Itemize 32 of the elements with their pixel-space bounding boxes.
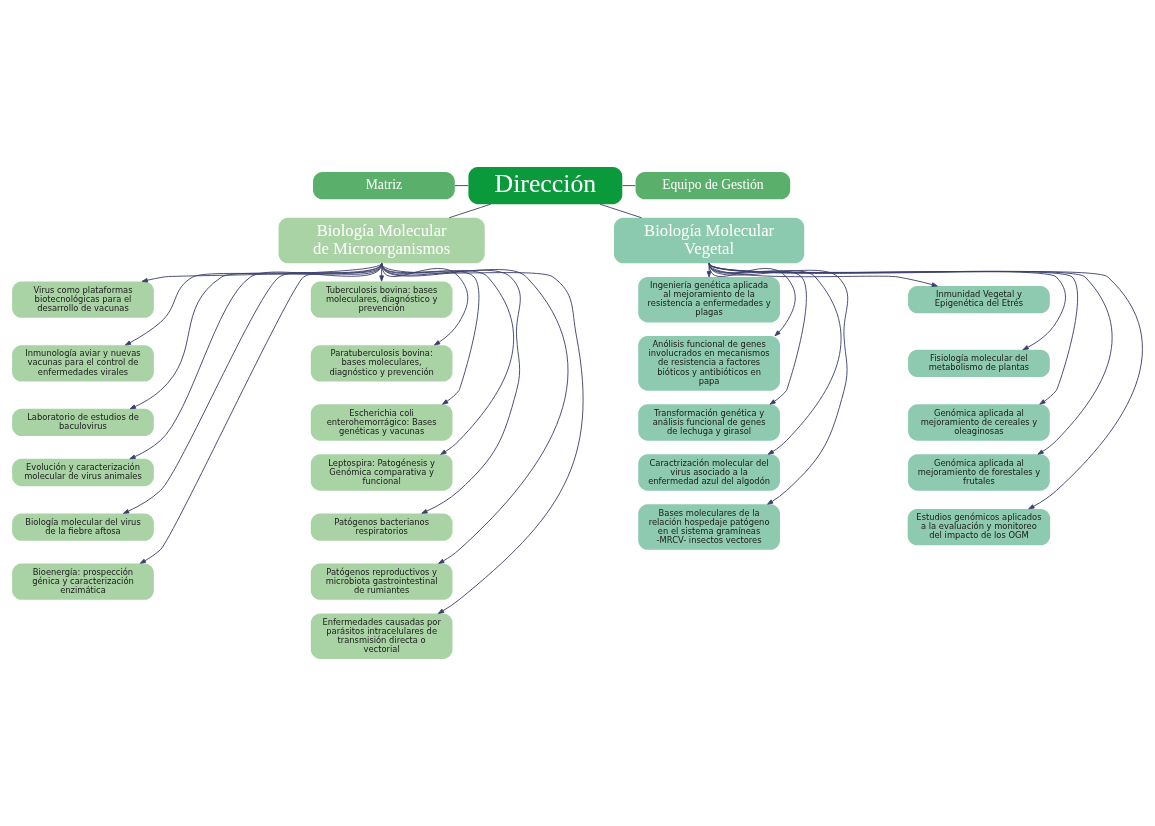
node-box: Paratuberculosis bovina: bases moleculares, diagnóstico y prevención — [310, 345, 453, 382]
node-box: Bases moleculares de la relación hospedaje patógeno en el sistema gramíneas -MRCV- insectos vectores — [638, 504, 780, 550]
node-box: Estudios genómicos aplicados a la evaluación y monitoreo del impacto de los OGM — [907, 508, 1051, 546]
node-box: Virus como plataformas biotecnológicas para el desarrollo de vacunas — [12, 281, 154, 318]
node-box: Inmunología aviar y nuevas vacunas para el control de enfermedades virales — [12, 345, 154, 382]
node-box: Leptospira: Patogénesis y Genómica comparativa y funcional — [310, 454, 453, 491]
node-box: Caractrización molecular del virus asociado a la enfermedad azul del algodón — [638, 454, 780, 491]
node-box: Dirección — [468, 167, 623, 205]
node-box: Transformación genética y análisis funcional de genes de lechuga y girasol — [638, 404, 780, 441]
node-box: Evolución y caracterización molecular de virus animales — [12, 458, 154, 487]
node-box: Matriz — [313, 171, 455, 200]
node-box: Biología Molecular Vegetal — [613, 217, 805, 264]
connector — [448, 203, 492, 219]
node-box: Enfermedades causadas por parásitos intracelulares de transmisión directa o vectorial — [310, 613, 453, 659]
node-box: Biología Molecular de Microorganismos — [278, 217, 485, 264]
node-box: Inmunidad Vegetal y Epigenética del Etrés — [908, 286, 1050, 314]
node-box: Laboratorio de estudios de baculovirus — [12, 408, 154, 437]
node-box: Biología molecular del virus de la fiebre aftosa — [12, 513, 154, 541]
node-box: Bioenergía: prospección génica y caracterización enzimática — [12, 563, 154, 600]
connector — [454, 185, 469, 187]
connector — [622, 185, 636, 187]
node-box: Genómica aplicada al mejoramiento de cereales y oleaginosas — [908, 404, 1050, 441]
node-box: Genómica aplicada al mejoramiento de forestales y frutales — [908, 454, 1050, 491]
node-box: Anólisis funcional de genes involucrados en mecanismos de resistencia a factores bióticos y antibióticos en papa — [638, 336, 780, 391]
node-box: Patógenos bacterianos respiratorios — [310, 513, 453, 541]
node-box: Tuberculosis bovina: bases moleculares, diagnóstico y prevención — [310, 281, 453, 318]
node-box: Equipo de Gestión — [635, 171, 791, 200]
node-box: Escherichia coli enterohemorrágico: Bases genéticas y vacunas — [310, 404, 453, 441]
node-box: Ingeniería genética aplicada al mejoramiento de la resistencia a enfermedades y plagas — [638, 276, 780, 323]
node-box: Patógenos reproductivos y microbiota gastrointestinal de rumiantes — [310, 563, 453, 600]
node-box: Fisiología molecular del metabolismo de plantas — [908, 349, 1050, 377]
connector — [599, 203, 643, 219]
